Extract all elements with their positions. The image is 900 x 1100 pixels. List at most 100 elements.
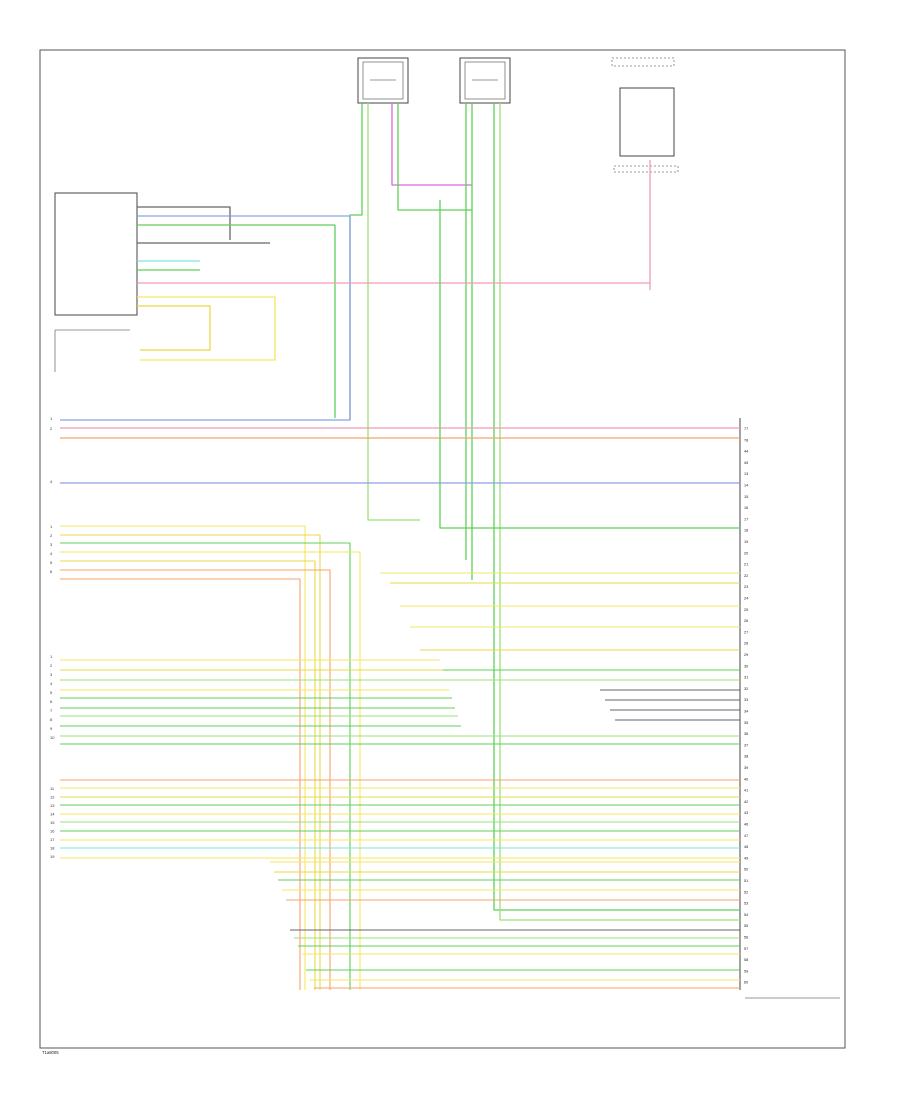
left-pin-label: 1 bbox=[50, 654, 53, 659]
right-pin-label: 42 bbox=[744, 800, 748, 804]
left-pin-label: 12 bbox=[50, 795, 55, 800]
left-pin-label: 1 bbox=[50, 524, 53, 529]
wire-29 bbox=[60, 578, 301, 990]
left-control-module bbox=[54, 192, 138, 372]
right-pin-label: 45 bbox=[744, 461, 748, 465]
left-pin-label: 15 bbox=[50, 820, 55, 825]
right-pin-label: 59 bbox=[744, 969, 748, 973]
wire-28 bbox=[60, 569, 331, 990]
right-pin-label: 14 bbox=[744, 484, 748, 488]
right-pin-label: 31 bbox=[744, 676, 748, 680]
right-pin-label: 36 bbox=[744, 732, 748, 736]
right-pin-label: 30 bbox=[744, 664, 748, 668]
right-pin-label: 20 bbox=[744, 551, 748, 555]
left-pin-label: 14 bbox=[50, 812, 55, 817]
right-pin-label: 78 bbox=[744, 438, 748, 442]
right-pin-label: 34 bbox=[744, 710, 748, 714]
left-pin-label: 18 bbox=[50, 846, 55, 851]
left-pin-label: 13 bbox=[50, 803, 55, 808]
right-pin-label: 52 bbox=[744, 890, 748, 894]
left-pin-label: 2 bbox=[50, 426, 53, 431]
right-pin-label: 24 bbox=[744, 597, 748, 601]
right-pin-label: 57 bbox=[744, 947, 748, 951]
left-pin-label: 4 bbox=[50, 479, 53, 484]
right-pin-label: 60 bbox=[744, 981, 748, 985]
wire-8 bbox=[499, 103, 740, 921]
right-pin-label: 39 bbox=[744, 766, 748, 770]
right-pin-label: 27 bbox=[744, 630, 748, 634]
left-pin-label: 5 bbox=[50, 560, 53, 565]
wire-18 bbox=[137, 305, 211, 351]
right-pin-label: 43 bbox=[744, 811, 748, 815]
left-pin-label: 8 bbox=[50, 717, 53, 722]
wire-25 bbox=[60, 542, 351, 990]
wire-2 bbox=[367, 103, 420, 521]
right-pin-label: 15 bbox=[744, 495, 748, 499]
wire-11 bbox=[60, 215, 351, 421]
right-pin-label: 40 bbox=[744, 777, 748, 781]
right-pin-label: 35 bbox=[744, 721, 748, 725]
wire-1 bbox=[349, 103, 363, 420]
right-pin-label: 13 bbox=[744, 472, 748, 476]
wire-10 bbox=[137, 206, 231, 240]
right-pin-label: 23 bbox=[744, 585, 748, 589]
wire-7 bbox=[493, 103, 740, 911]
right-pin-label: 33 bbox=[744, 698, 748, 702]
right-pin-label: 26 bbox=[744, 619, 748, 623]
left-pin-label: 2 bbox=[50, 533, 53, 538]
top-middle-sensor bbox=[459, 57, 511, 104]
right-pin-label: 28 bbox=[744, 642, 748, 646]
right-pin-labels: 7778444513141516171819202122232425262728… bbox=[744, 427, 748, 985]
right-pin-label: 44 bbox=[744, 450, 748, 454]
left-pin-label: 3 bbox=[50, 542, 53, 547]
wires-layer bbox=[60, 103, 740, 990]
wire-17 bbox=[137, 296, 276, 361]
right-pin-label: 17 bbox=[744, 517, 748, 521]
right-pin-label: 21 bbox=[744, 563, 748, 567]
left-pin-label: 5 bbox=[50, 690, 53, 695]
wire-3 bbox=[391, 103, 472, 186]
right-pin-label: 49 bbox=[744, 856, 748, 860]
wire-26 bbox=[60, 551, 361, 990]
left-pin-label: 7 bbox=[50, 708, 53, 713]
diagram-frame bbox=[39, 49, 846, 1049]
right-pin-label: 51 bbox=[744, 879, 748, 883]
footer-code: T1a8005 bbox=[42, 1050, 59, 1055]
left-pin-label: 3 bbox=[50, 672, 53, 677]
right-pin-label: 38 bbox=[744, 755, 748, 759]
left-pin-label: 16 bbox=[50, 829, 55, 834]
right-pin-label: 53 bbox=[744, 902, 748, 906]
right-pin-label: 47 bbox=[744, 834, 748, 838]
right-pin-label: 22 bbox=[744, 574, 748, 578]
right-pin-label: 16 bbox=[744, 506, 748, 510]
wire-12 bbox=[137, 224, 336, 418]
left-pin-label: 6 bbox=[50, 569, 53, 574]
top-right-module bbox=[611, 57, 679, 173]
left-pin-label: 19 bbox=[50, 854, 55, 859]
right-pin-label: 18 bbox=[744, 529, 748, 533]
right-pin-label: 50 bbox=[744, 868, 748, 872]
left-pin-label: 1 bbox=[50, 416, 53, 421]
right-pin-label: 55 bbox=[744, 924, 748, 928]
right-pin-label: 19 bbox=[744, 540, 748, 544]
right-pin-label: 29 bbox=[744, 653, 748, 657]
left-pin-label: 9 bbox=[50, 726, 53, 731]
left-pin-label: 2 bbox=[50, 663, 53, 668]
right-pin-label: 54 bbox=[744, 913, 748, 917]
right-pin-label: 77 bbox=[744, 427, 748, 431]
left-pin-label: 4 bbox=[50, 551, 53, 556]
right-pin-label: 32 bbox=[744, 687, 748, 691]
right-pin-label: 56 bbox=[744, 936, 748, 940]
wire-27 bbox=[60, 560, 316, 990]
wire-24 bbox=[60, 534, 321, 990]
top-left-sensor bbox=[357, 57, 409, 104]
left-pin-label: 11 bbox=[50, 786, 55, 791]
left-pin-label: 17 bbox=[50, 837, 55, 842]
right-pin-label: 41 bbox=[744, 789, 748, 793]
wire-23 bbox=[60, 525, 306, 990]
right-pin-label: 46 bbox=[744, 823, 748, 827]
left-pin-label: 10 bbox=[50, 735, 55, 740]
right-pin-label: 58 bbox=[744, 958, 748, 962]
right-pin-label: 48 bbox=[744, 845, 748, 849]
